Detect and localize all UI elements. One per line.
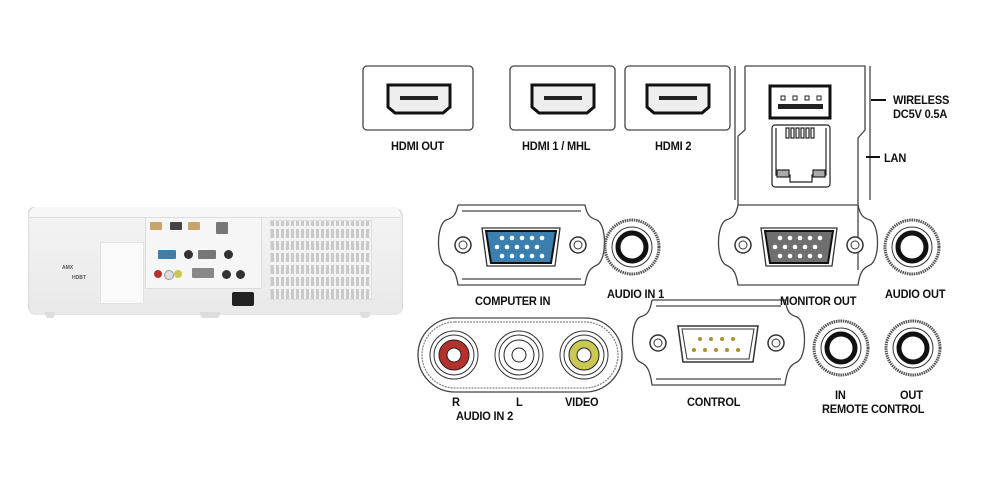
rca-l-jack-icon [494,330,544,380]
monitor-out-label: MONITOR OUT [780,294,857,308]
hdmi-2-label: HDMI 2 [655,139,692,153]
rca-video-jack-icon [559,330,609,380]
rca-r-jack-icon [429,330,479,380]
hdbt-logo: HDBT [72,275,86,281]
lan-label: LAN [884,151,907,165]
audio-out-jack-icon [883,218,941,276]
projector-connector-panel [145,217,262,289]
audio-in-1-label: AUDIO IN 1 [607,287,665,301]
lan-port-icon [771,124,831,188]
hdmi-port-icons [386,83,711,115]
hdmi-out-label: HDMI OUT [391,139,445,153]
hdmi-out-frame [362,65,474,131]
wireless-power-label: DC5V 0.5A [893,107,948,121]
control-label: CONTROL [687,395,741,409]
remote-out-label: OUT [900,388,923,402]
wireless-label: WIRELESS [893,93,950,107]
audio-in-2-r-label: R [452,395,460,409]
projector-power-inlet [232,292,254,306]
amx-logo: AMX [62,265,74,271]
remote-in-jack-icon [812,319,870,377]
computer-in-vga-icon [454,227,587,267]
audio-out-label: AUDIO OUT [885,287,946,301]
monitor-out-vga-icon [734,227,864,267]
projector-recess [100,242,144,304]
remote-out-jack-icon [884,319,942,377]
audio-in-2-l-label: L [516,395,523,409]
computer-in-label: COMPUTER IN [475,294,551,308]
usb-wireless-port-icon [768,84,832,120]
hdmi-1-mhl-label: HDMI 1 / MHL [522,139,591,153]
remote-in-label: IN [835,388,846,402]
audio-in-1-jack-icon [603,218,661,276]
hdmi-2-frame [624,65,731,131]
remote-control-label: REMOTE CONTROL [822,402,925,416]
video-label: VIDEO [565,395,599,409]
hdmi-1-frame [509,65,616,131]
control-rs232-icon [649,325,785,363]
audio-in-2-label: AUDIO IN 2 [456,409,514,423]
